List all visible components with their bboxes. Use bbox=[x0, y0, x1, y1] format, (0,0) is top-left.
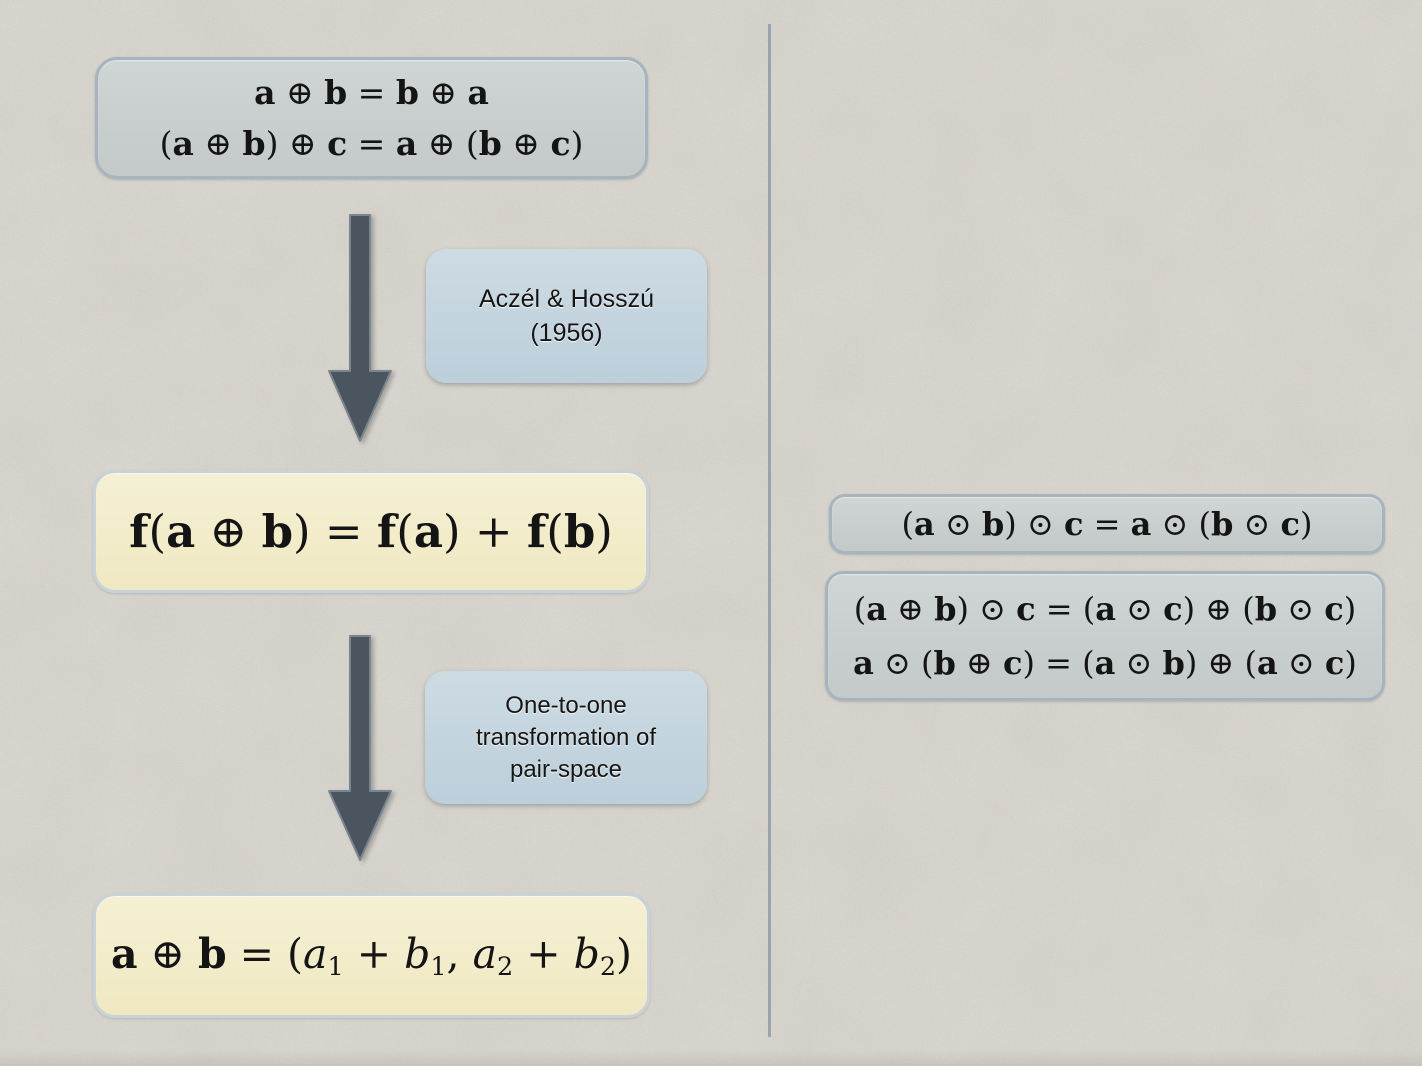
bottom-edge-shade bbox=[0, 1050, 1422, 1066]
distributivity-box: (a ⊕ b) ⊙ c = (a ⊙ c) ⊕ (b ⊙ c) a ⊙ (b ⊕… bbox=[825, 571, 1385, 701]
additivity-box: f(a ⊕ b) = f(a) + f(b) bbox=[93, 470, 649, 593]
aczel-hosszu-label: Aczél & Hosszú (1956) bbox=[426, 249, 707, 383]
oplus-axioms-box: a ⊕ b = b ⊕ a (a ⊕ b) ⊕ c = a ⊕ (b ⊕ c) bbox=[95, 57, 648, 179]
label-line: Aczél & Hosszú bbox=[478, 285, 655, 313]
equation-additivity: f(a ⊕ b) = f(a) + f(b) bbox=[129, 505, 613, 558]
pair-sum-box: a ⊕ b = (a1 + b1, a2 + b2) bbox=[93, 893, 650, 1018]
one-to-one-transformation-label: One-to-one transformation of pair-space bbox=[425, 671, 707, 804]
equation-left-distributivity: a ⊙ (b ⊕ c) = (a ⊙ b) ⊕ (a ⊙ c) bbox=[853, 644, 1357, 682]
equation-right-distributivity: (a ⊕ b) ⊙ c = (a ⊙ c) ⊕ (b ⊙ c) bbox=[853, 590, 1357, 628]
equation-pair-sum: a ⊕ b = (a1 + b1, a2 + b2) bbox=[110, 929, 633, 982]
label-line: transformation of bbox=[475, 723, 657, 751]
down-arrow-2 bbox=[328, 635, 392, 861]
down-arrow-1 bbox=[328, 214, 392, 442]
odot-associativity-box: (a ⊙ b) ⊙ c = a ⊙ (b ⊙ c) bbox=[829, 494, 1385, 554]
label-line: pair-space bbox=[509, 755, 623, 783]
label-line: One-to-one bbox=[505, 691, 627, 719]
equation-oplus-commutativity: a ⊕ b = b ⊕ a bbox=[254, 73, 489, 112]
equation-odot-associativity: (a ⊙ b) ⊙ c = a ⊙ (b ⊙ c) bbox=[901, 505, 1313, 543]
column-divider bbox=[768, 24, 771, 1037]
label-line: (1956) bbox=[530, 319, 603, 347]
equation-oplus-associativity: (a ⊕ b) ⊕ c = a ⊕ (b ⊕ c) bbox=[159, 124, 584, 163]
